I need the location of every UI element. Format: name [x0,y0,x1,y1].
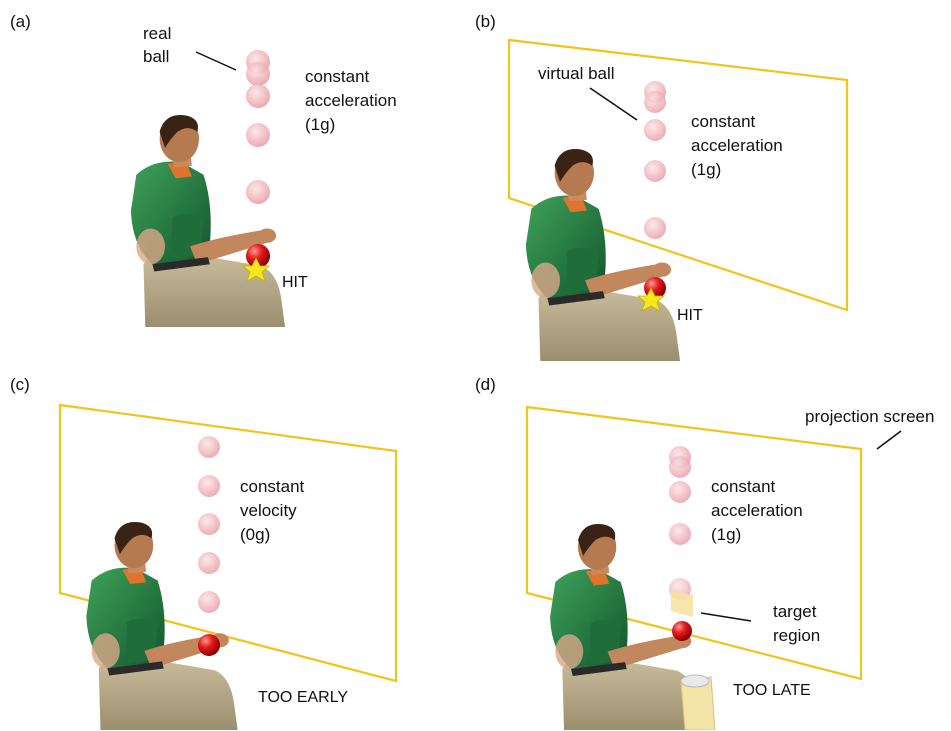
ghost-ball [198,591,220,613]
condition-line-2: acceleration [711,501,803,520]
screen-label: projection screen [805,407,935,426]
panel-letter: (a) [10,12,31,31]
hit-star-icon [241,257,271,282]
panel-letter: (c) [10,375,30,394]
ghost-ball [246,84,270,108]
ghost-ball [644,91,666,113]
region-label-line-2: region [773,626,821,645]
outcome-label: HIT [677,307,703,324]
ghost-ball [644,160,666,182]
hit-star-icon [636,287,666,312]
person-figure [130,115,286,327]
panel-letter: (b) [475,12,496,31]
ghost-ball [246,62,270,86]
outcome-label: TOO EARLY [258,689,349,706]
outcome-label: TOO LATE [733,682,811,699]
projection-screen [507,38,849,312]
target-region [671,591,693,617]
condition-line-3: (0g) [240,525,271,544]
person-figure [86,521,238,730]
ghost-ball [669,456,691,478]
panel-c: (c) constant velocity (0g) TOO EARLY [0,365,475,730]
condition-line-1: constant [691,112,756,131]
ghost-ball [246,123,270,147]
condition-line-2: velocity [240,501,297,520]
hit-ball [246,244,270,268]
pointer-line [589,87,638,121]
projection-screen [58,403,398,683]
projection-screen [525,405,863,681]
condition-line-3: (1g) [305,115,336,134]
late-ball [672,621,692,641]
condition-line-1: constant [711,477,776,496]
ghost-ball [644,217,666,239]
panel-a: (a) real ball constant acceleration (1g)… [0,0,475,365]
condition-line-3: (1g) [711,525,742,544]
screen-pointer-line [876,430,902,450]
condition-line-2: acceleration [691,136,783,155]
pointer-line [195,51,237,71]
ghost-ball [198,552,220,574]
ghost-ball [198,513,220,535]
panel-c-drawing [58,403,398,730]
ghost-ball [198,436,220,458]
outcome-label: HIT [282,274,308,291]
ghost-ball [198,475,220,497]
condition-line-3: (1g) [691,160,722,179]
panel-a-drawing [130,50,286,327]
panel-d: (d) projection screen constant accelerat… [475,365,950,730]
pointer-label: virtual ball [538,64,615,83]
pointer-label-line-2: ball [143,47,170,66]
panel-b-drawing [507,38,849,361]
panel-letter: (d) [475,375,496,394]
ghost-ball [246,180,270,204]
ghost-ball [669,481,691,503]
region-pointer-line [700,612,752,622]
condition-line-1: constant [305,67,370,86]
panel-d-drawing [525,405,902,730]
pointer-label-line-1: real [143,24,172,43]
condition-line-2: acceleration [305,91,397,110]
region-label-line-1: target [773,602,817,621]
ghost-ball [644,119,666,141]
panel-b: (b) virtual ball constant acceleration (… [475,0,950,365]
condition-line-1: constant [240,477,305,496]
target-box-top [680,674,710,688]
ghost-ball [669,523,691,545]
early-ball [198,634,220,656]
